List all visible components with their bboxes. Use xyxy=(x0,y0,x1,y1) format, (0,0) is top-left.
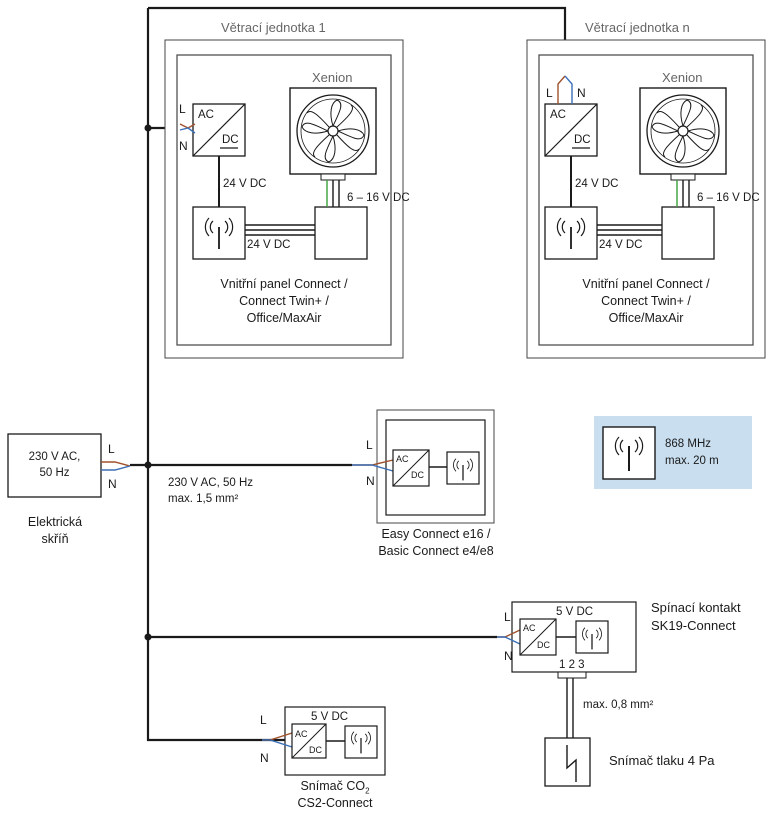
unitn-fan-voltage: 6 – 16 V DC xyxy=(697,192,760,204)
sk19-label-2: SK19-Connect xyxy=(651,618,736,633)
co2-label-prefix: Snímač CO xyxy=(300,779,366,793)
co2-sensor-model: CS2-Connect xyxy=(297,796,373,810)
fan-icon xyxy=(646,94,720,168)
co2-sensor-label: Snímač CO2 xyxy=(270,778,400,800)
unit1-panel-label-2: Connect Twin+ / xyxy=(239,294,329,308)
unitn-dc-label: DC xyxy=(574,134,591,146)
sk19-n-label: N xyxy=(504,649,513,663)
main-line-spec-1: 230 V AC, 50 Hz xyxy=(168,477,254,489)
sk19-terminals: 1 2 3 xyxy=(559,659,585,671)
pressure-sensor-label: Snímač tlaku 4 Pa xyxy=(609,753,715,768)
unitn-supply-voltage: 24 V DC xyxy=(575,178,619,190)
co2-ac-label: AC xyxy=(295,729,308,739)
sk19-voltage: 5 V DC xyxy=(556,606,594,618)
unit1-n-label: N xyxy=(179,139,188,153)
cabinet-l-label: L xyxy=(108,442,115,456)
sk19-ac-label: AC xyxy=(523,623,536,633)
junction-dot xyxy=(144,124,152,132)
co2-dc-label: DC xyxy=(309,745,322,755)
unitn-l-label: L xyxy=(546,86,553,100)
unitn-fan-terminal-box xyxy=(661,206,715,260)
unit1-bus-voltage: 24 V DC xyxy=(247,239,291,251)
cabinet-label-1: Elektrická xyxy=(27,515,83,529)
radio-range: max. 20 m xyxy=(665,455,719,467)
cabinet-label-2: skříň xyxy=(41,532,69,546)
easy-connect-ac-label: AC xyxy=(396,454,409,464)
unit1-title: Větrací jednotka 1 xyxy=(221,20,326,35)
main-vertical-bus xyxy=(146,8,285,742)
cabinet-box xyxy=(7,433,102,498)
unit1-supply-voltage: 24 V DC xyxy=(223,178,267,190)
unit1-fan-label: Xenion xyxy=(312,70,353,85)
unitn-ac-label: AC xyxy=(550,109,566,121)
easy-connect-label-2: Basic Connect e4/e8 xyxy=(378,544,494,558)
unit1-panel-label-3: Office/MaxAir xyxy=(246,311,322,325)
cabinet-voltage-1: 230 V AC, xyxy=(28,451,81,463)
unitn-n-label: N xyxy=(577,86,586,100)
easy-connect-label-1: Easy Connect e16 / xyxy=(381,527,491,541)
radio-frequency: 868 MHz xyxy=(665,438,712,450)
unit1-group xyxy=(164,39,404,359)
unitn-panel-label-2: Connect Twin+ / xyxy=(601,294,691,308)
easy-connect-dc-label: DC xyxy=(411,470,424,480)
unit1-panel-label-1: Vnitřní panel Connect / xyxy=(220,277,348,291)
unitn-panel-label-3: Office/MaxAir xyxy=(608,311,684,325)
unitn-fan-box xyxy=(639,87,727,175)
sk19-cable-spec: max. 0,8 mm² xyxy=(583,699,654,711)
easy-connect-l-label: L xyxy=(366,438,373,452)
unitn-group xyxy=(526,39,766,359)
unit1-ac-label: AC xyxy=(198,109,214,121)
sk19-terminal-block xyxy=(557,671,587,679)
junction-dot xyxy=(144,461,152,469)
unit1-l-label: L xyxy=(179,102,186,116)
sk19-l-label: L xyxy=(504,610,511,624)
unitn-fan-label: Xenion xyxy=(662,70,703,85)
sk19-label-1: Spínací kontakt xyxy=(651,600,741,615)
unitn-bus-voltage: 24 V DC xyxy=(599,239,643,251)
unitn-panel-label-1: Vnitřní panel Connect / xyxy=(582,277,710,291)
easy-connect-n-label: N xyxy=(366,474,375,488)
co2-n-label: N xyxy=(260,751,269,765)
unit1-dc-label: DC xyxy=(222,134,239,146)
unitn-title: Větrací jednotka n xyxy=(585,20,690,35)
fan-icon xyxy=(296,94,370,168)
cabinet-voltage-2: 50 Hz xyxy=(39,467,70,479)
junction-dot xyxy=(144,633,152,641)
co2-voltage: 5 V DC xyxy=(311,711,349,723)
sk19-dc-label: DC xyxy=(537,640,550,650)
co2-label-sub: 2 xyxy=(365,786,370,796)
cabinet-n-label: N xyxy=(108,477,117,491)
unit1-fan-terminal-box xyxy=(314,206,368,260)
co2-l-label: L xyxy=(260,713,267,727)
main-line-spec-2: max. 1,5 mm² xyxy=(168,493,239,505)
unit1-fan-voltage: 6 – 16 V DC xyxy=(347,192,410,204)
